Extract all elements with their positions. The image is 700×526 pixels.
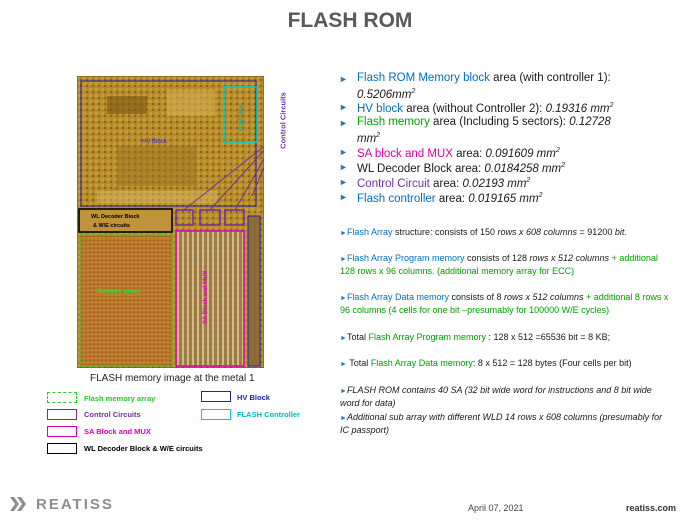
wl-decoder-label-1: WL Decoder Block xyxy=(91,214,140,220)
detail-sa-count: ►FLASH ROM contains 40 SA (32 bit wide w… xyxy=(340,385,652,408)
bullet-icon: ► xyxy=(339,162,348,172)
legend-label-wl-decoder: WL Decoder Block & W/E circuits xyxy=(84,444,203,453)
bullet-icon: ► xyxy=(339,118,348,128)
page-title: FLASH ROM xyxy=(287,9,413,32)
die-image: HV Block Controller WL Decoder Block & W… xyxy=(77,76,264,368)
bullet-icon: ► xyxy=(339,74,348,84)
footer-url[interactable]: reatiss.com xyxy=(626,503,677,513)
legend-label-sa-block: SA Block and MUX xyxy=(84,427,151,436)
bullet-icon: ► xyxy=(339,192,348,202)
detail-data-memory: ►Flash Array Data memory consists of 8 r… xyxy=(340,292,669,315)
hv-block-label: HV Block xyxy=(142,139,168,145)
legend-label-flash-memory: Flash memory array xyxy=(84,394,156,403)
legend-label-hv-block: HV Block xyxy=(237,393,270,402)
wl-decoder-label-2: & W/E circuits xyxy=(93,223,130,229)
footer-date: April 07, 2021 xyxy=(468,503,524,513)
bullet-icon: ► xyxy=(339,177,348,187)
detail-total-data: ► Total Flash Array Data memory: 8 x 512… xyxy=(340,358,632,368)
detail-total-program: ►Total Flash Array Program memory : 128 … xyxy=(340,332,611,342)
legend-swatch-sa-block xyxy=(47,426,77,437)
reatiss-logo-icon xyxy=(10,497,26,511)
control-circuits-label: Control Circuits xyxy=(278,92,288,149)
legend-swatch-control-circuits xyxy=(47,409,77,420)
detail-flash-array: ►Flash Array structure: consists of 150 … xyxy=(340,227,627,237)
legend-swatch-flash-memory xyxy=(47,392,77,403)
brand-name: REATISS xyxy=(36,495,114,513)
sa-block-label: SA Block and MUX xyxy=(203,271,209,324)
legend-label-control-circuits: Control Circuits xyxy=(84,410,141,419)
memory-array-label: Memory array xyxy=(97,288,140,295)
bullet-icon: ► xyxy=(339,102,348,112)
legend-swatch-flash-controller xyxy=(201,409,231,420)
detail-sub-array: ►Additional sub array with different WLD… xyxy=(340,412,663,435)
bullet-icon: ► xyxy=(339,147,348,157)
legend-label-flash-controller: FLASH Controller xyxy=(237,410,300,419)
controller-label: Controller xyxy=(239,105,245,131)
detail-program-memory: ►Flash Array Program memory consists of … xyxy=(340,253,658,276)
die-caption: FLASH memory image at the metal 1 xyxy=(90,373,255,384)
reatiss-logo: REATISS xyxy=(8,493,114,515)
legend-swatch-wl-decoder xyxy=(47,443,77,454)
legend-swatch-hv-block xyxy=(201,391,231,402)
